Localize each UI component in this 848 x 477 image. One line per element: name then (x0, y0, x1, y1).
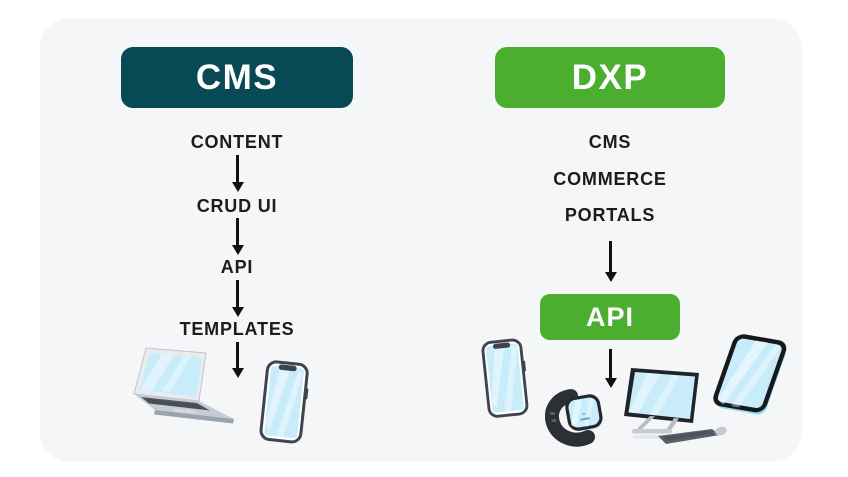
down-arrow-icon (236, 342, 239, 368)
cms-step-crud-ui: CRUD UI (196, 196, 278, 216)
desktop-computer-icon (624, 368, 727, 444)
cms-header-label: CMS (195, 57, 279, 97)
dxp-capability-cms: CMS (588, 132, 632, 152)
cms-step-api: API (220, 257, 254, 277)
dxp-header-box: DXP (495, 47, 725, 108)
dxp-api-box: API (540, 294, 680, 340)
down-arrow-icon (236, 155, 239, 182)
smartwatch-icon (545, 389, 603, 447)
down-arrow-icon (236, 280, 239, 307)
dxp-api-label: API (585, 301, 634, 332)
dxp-capability-portals: PORTALS (564, 205, 656, 225)
smartphone-icon (481, 338, 529, 418)
down-arrow-icon (609, 241, 612, 272)
down-arrow-icon (609, 349, 612, 378)
cms-step-content: CONTENT (190, 132, 284, 152)
dxp-capability-commerce: COMMERCE (553, 169, 667, 189)
cms-step-templates: TEMPLATES (179, 319, 295, 339)
smartphone-icon (259, 360, 309, 444)
cms-header-box: CMS (121, 47, 353, 108)
down-arrow-icon (236, 218, 239, 245)
dxp-header-label: DXP (571, 57, 649, 97)
tablet-icon (713, 334, 787, 415)
laptop-icon (133, 347, 234, 424)
